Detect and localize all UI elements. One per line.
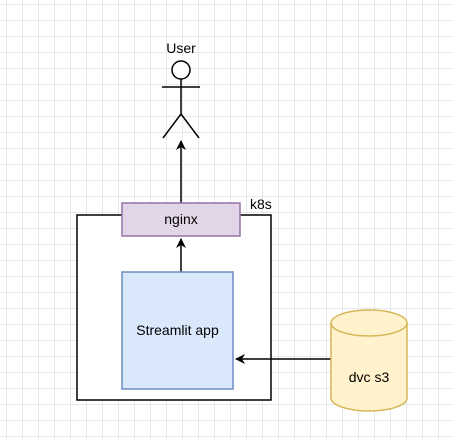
dvc-s3-label: dvc s3 [349, 369, 390, 385]
nginx-label: nginx [164, 211, 197, 227]
streamlit-app-label: Streamlit app [136, 322, 219, 338]
streamlit-app-box[interactable] [121, 271, 234, 390]
user-actor-icon[interactable] [162, 60, 200, 139]
k8s-label: k8s [250, 196, 272, 212]
nginx-box[interactable] [121, 202, 241, 237]
user-label: User [166, 40, 196, 56]
database-cylinder-icon[interactable] [330, 309, 408, 412]
